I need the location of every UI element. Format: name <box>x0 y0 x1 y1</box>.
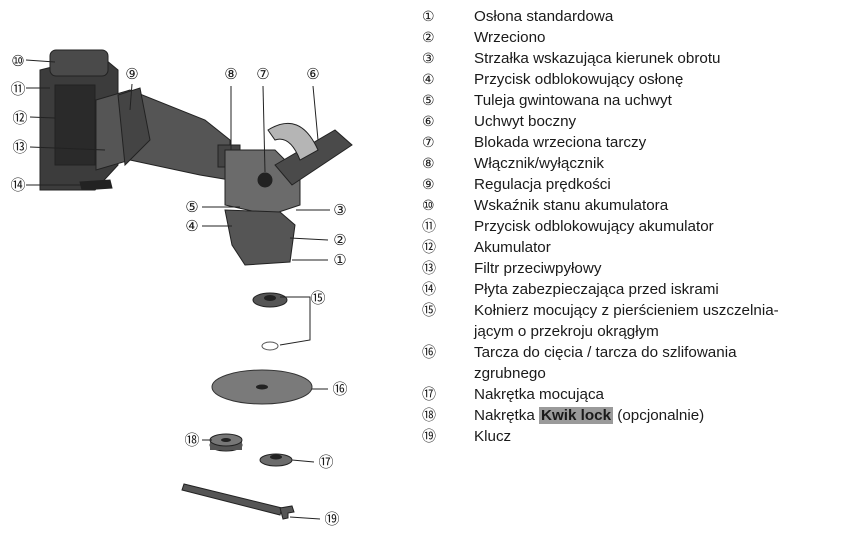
legend-item-5: ⑤ Tuleja gwintowana na uchwyt <box>420 90 840 111</box>
legend-label: Blokada wrzeciona tarczy <box>474 132 840 153</box>
clamping-nut-drawing <box>260 454 292 466</box>
legend-item-15: ⑮ Kołnierz mocujący z pierścieniem uszcz… <box>420 300 840 342</box>
legend-item-3: ③ Strzałka wskazująca kierunek obrotu <box>420 48 840 69</box>
legend-label-line-1: Kołnierz mocujący z pierścieniem uszczel… <box>474 302 779 319</box>
legend-item-13: ⑬ Filtr przeciwpyłowy <box>420 258 840 279</box>
legend-number: ② <box>420 27 474 48</box>
legend-label: Płyta zabezpieczająca przed iskrami <box>474 279 840 300</box>
callout-2: ② <box>333 232 346 249</box>
legend-item-8: ⑧ Włącznik/wyłącznik <box>420 153 840 174</box>
callout-10: ⑩ <box>11 53 24 70</box>
kwik-lock-nut-drawing <box>210 434 242 451</box>
legend-number: ⑤ <box>420 90 474 111</box>
flange-drawing <box>253 293 287 350</box>
callout-13: ⑬ <box>12 139 27 156</box>
callout-15: ⑮ <box>310 290 325 307</box>
legend-item-16: ⑯ Tarcza do cięcia / tarcza do szlifowan… <box>420 342 840 384</box>
legend-label: Akumulator <box>474 237 840 258</box>
legend-number: ⑮ <box>420 300 474 342</box>
legend-number: ⑦ <box>420 132 474 153</box>
legend-item-4: ④ Przycisk odblokowujący osłonę <box>420 69 840 90</box>
callout-6: ⑥ <box>306 66 319 83</box>
legend-label: Nakrętka mocująca <box>474 384 840 405</box>
legend-label: Regulacja prędkości <box>474 174 840 195</box>
legend-label: Uchwyt boczny <box>474 111 840 132</box>
legend-label: Filtr przeciwpyłowy <box>474 258 840 279</box>
angle-grinder-illustration: ⑩ ⑪ ⑫ ⑬ ⑭ ⑨ ⑧ ⑦ ⑥ ⑤ ④ ③ ② ① ⑮ ⑯ ⑱ ⑰ ⑲ <box>0 0 390 538</box>
legend-label: Tuleja gwintowana na uchwyt <box>474 90 840 111</box>
legend-item-18: ⑱ Nakrętka Kwik lock (opcjonalnie) <box>420 405 840 426</box>
legend-item-17: ⑰ Nakrętka mocująca <box>420 384 840 405</box>
legend-label: Klucz <box>474 426 840 447</box>
battery-top <box>50 50 108 76</box>
legend-number: ③ <box>420 48 474 69</box>
legend-number: ④ <box>420 69 474 90</box>
legend-number: ⑬ <box>420 258 474 279</box>
highlighted-term: Kwik lock <box>539 407 613 424</box>
legend-label: Strzałka wskazująca kierunek obrotu <box>474 48 840 69</box>
callout-16: ⑯ <box>332 381 347 398</box>
legend-item-6: ⑥ Uchwyt boczny <box>420 111 840 132</box>
legend-number: ⑰ <box>420 384 474 405</box>
callout-5: ⑤ <box>185 199 198 216</box>
legend-label-line-2: zgrubnego <box>474 365 546 382</box>
spindle-lock-button <box>258 173 272 187</box>
callout-1: ① <box>333 252 346 269</box>
legend-number: ⑯ <box>420 342 474 384</box>
legend-item-12: ⑫ Akumulator <box>420 237 840 258</box>
legend-number: ⑥ <box>420 111 474 132</box>
callout-14: ⑭ <box>10 177 25 194</box>
callout-3: ③ <box>333 202 346 219</box>
legend-label: Kołnierz mocujący z pierścieniem uszczel… <box>474 300 840 342</box>
legend-number: ⑫ <box>420 237 474 258</box>
legend-number: ⑪ <box>420 216 474 237</box>
legend-item-10: ⑩ Wskaźnik stanu akumulatora <box>420 195 840 216</box>
callout-8: ⑧ <box>224 66 237 83</box>
o-ring <box>262 342 278 350</box>
legend-item-14: ⑭ Płyta zabezpieczająca przed iskrami <box>420 279 840 300</box>
legend-label: Nakrętka Kwik lock (opcjonalnie) <box>474 405 840 426</box>
callout-19: ⑲ <box>324 511 339 528</box>
legend-label: Osłona standardowa <box>474 6 840 27</box>
callout-11: ⑪ <box>10 81 25 98</box>
callout-18: ⑱ <box>184 432 199 449</box>
legend-label-suffix: (opcjonalnie) <box>613 407 704 424</box>
legend-label-prefix: Nakrętka <box>474 407 539 424</box>
legend-item-2: ② Wrzeciono <box>420 27 840 48</box>
legend-number: ⑲ <box>420 426 474 447</box>
legend-number: ⑭ <box>420 279 474 300</box>
callout-4: ④ <box>185 218 198 235</box>
legend-item-19: ⑲ Klucz <box>420 426 840 447</box>
legend-label-line-1: Tarcza do cięcia / tarcza do szlifowania <box>474 344 737 361</box>
legend-label: Przycisk odblokowujący osłonę <box>474 69 840 90</box>
legend-item-9: ⑨ Regulacja prędkości <box>420 174 840 195</box>
callout-17: ⑰ <box>318 454 333 471</box>
legend-item-7: ⑦ Blokada wrzeciona tarczy <box>420 132 840 153</box>
legend-number: ⑨ <box>420 174 474 195</box>
legend-item-11: ⑪ Przycisk odblokowujący akumulator <box>420 216 840 237</box>
callout-9: ⑨ <box>125 66 138 83</box>
standard-guard <box>225 210 295 265</box>
legend-label: Wrzeciono <box>474 27 840 48</box>
legend-number: ① <box>420 6 474 27</box>
callout-7: ⑦ <box>256 66 269 83</box>
legend-label: Włącznik/wyłącznik <box>474 153 840 174</box>
parts-legend: ① Osłona standardowa ② Wrzeciono ③ Strza… <box>420 6 840 447</box>
legend-label-line-2: jącym o przekroju okrągłym <box>474 323 659 340</box>
legend-label: Tarcza do cięcia / tarcza do szlifowania… <box>474 342 840 384</box>
battery-label-panel <box>55 85 95 165</box>
legend-number: ⑩ <box>420 195 474 216</box>
callout-12: ⑫ <box>12 110 27 127</box>
legend-number: ⑱ <box>420 405 474 426</box>
wrench-drawing <box>182 484 294 519</box>
legend-label: Przycisk odblokowujący akumulator <box>474 216 840 237</box>
legend-number: ⑧ <box>420 153 474 174</box>
legend-label: Wskaźnik stanu akumulatora <box>474 195 840 216</box>
legend-item-1: ① Osłona standardowa <box>420 6 840 27</box>
